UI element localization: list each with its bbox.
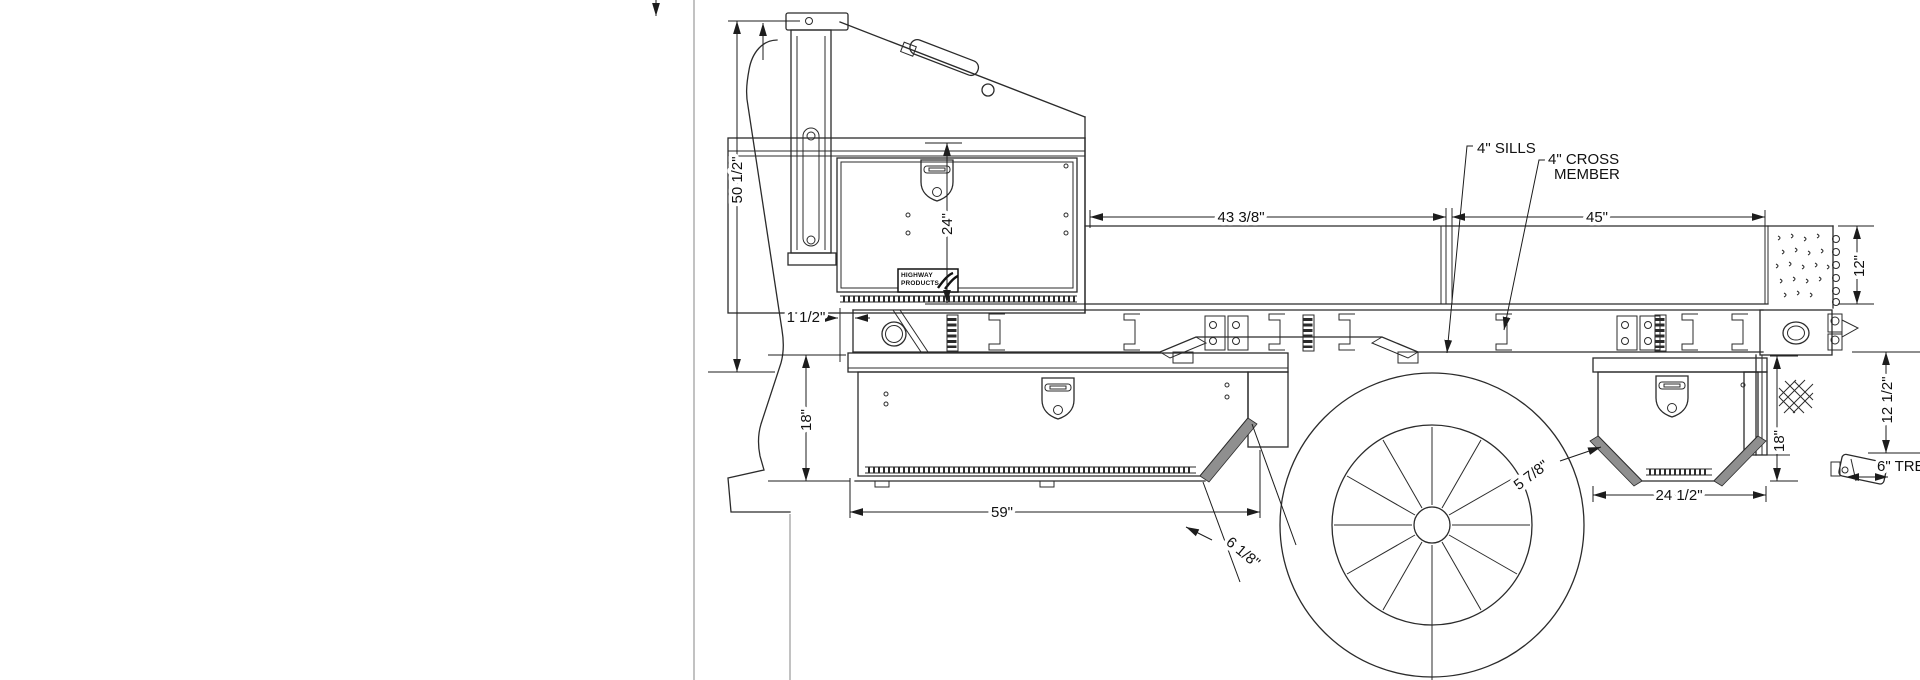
headache-rack [785,12,849,266]
dim-headboard-height: 24" [939,213,956,235]
highway-products-logo: HIGHWAY PRODUCTS [897,268,959,293]
tail-light [1782,321,1810,345]
dim-bed-rear-section: 45" [1586,209,1608,226]
dim-front-box-height: 18" [798,409,815,431]
cross-member-channels [988,313,1748,351]
hinge-knuckles [1832,235,1840,306]
truck-cab-outline [727,39,791,513]
callout-sills: 4" SILLS [1477,140,1536,157]
latch-flag [1841,319,1860,338]
rear-corner-block [1755,309,1888,485]
dim-bed-front-section: 43 3/8" [1217,209,1264,226]
dim-cab-gap: 1 1/2" [787,309,826,326]
dim-bed-side-height: 12" [1851,255,1868,277]
bolt-strips [946,314,1667,352]
bulkhead-toolbox: HIGHWAY PRODUCTS [727,21,1086,314]
mud-flap-hatch [1778,379,1814,414]
dim-rear-drop: 12 1/2" [1879,376,1896,423]
tarp-crank-handle [899,39,995,97]
dim-rear-box-length: 24 1/2" [1655,487,1702,504]
logo-line1: HIGHWAY [901,272,933,279]
dim-overall-height: 50 1/2" [729,156,746,203]
dim-front-box-length: 59" [991,504,1013,521]
underbody-frame [839,308,1764,364]
rear-underbody-toolbox [1589,357,1768,487]
toolbox-latch [1041,377,1075,420]
dim-rear-box-chamfer: 5 7/8" [1511,457,1552,494]
hub-cap [1413,506,1451,544]
wheel [1279,372,1585,680]
logo-line2: PRODUCTS [901,280,940,287]
front-underbody-toolbox [847,352,1289,488]
hinge-plates [1204,315,1661,351]
tread-tail-section [1767,225,1840,309]
flatbed-deck [1076,137,1840,314]
dimension-annotations: 50 1/2" 24" 43 3/8" 45" 12" 1 1/2" 18" 5… [708,20,1920,583]
dim-tread: 6" TRE [1877,458,1920,475]
dim-rear-box-height: 18" [1771,430,1788,452]
toolbox-latch [920,159,954,202]
callout-labels: 4" SILLS 4" CROSS MEMBER [1444,137,1624,354]
callout-cross-member-line2: MEMBER [1554,166,1620,183]
callout-cross-member-line1: 4" CROSS [1548,151,1619,168]
reference-lines [652,0,791,680]
toolbox-latch [1655,375,1689,418]
